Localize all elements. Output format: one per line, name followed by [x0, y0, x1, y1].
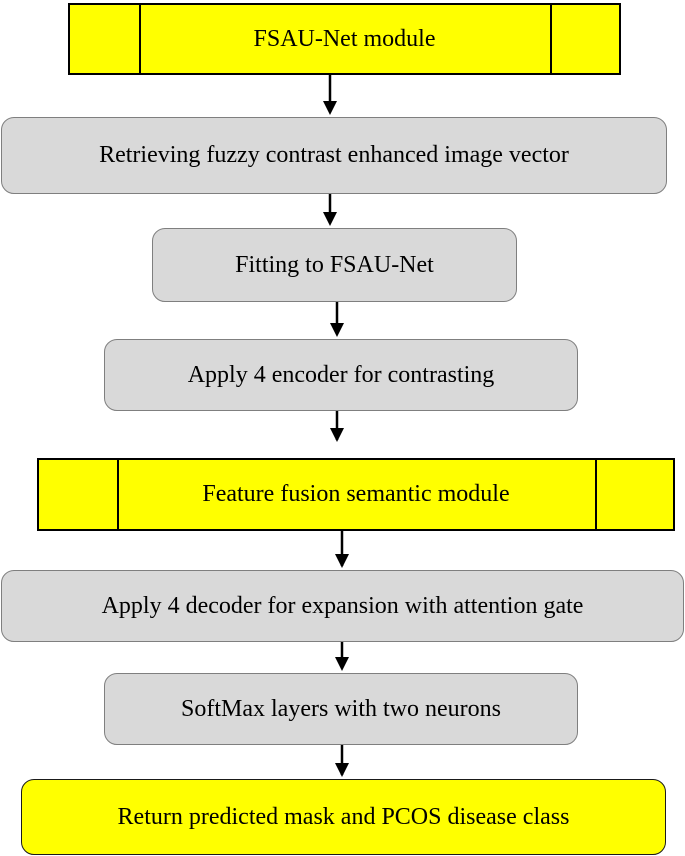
result-box: Return predicted mask and PCOS disease c…	[21, 779, 666, 855]
module-left-divider	[117, 460, 119, 529]
module-left-divider	[139, 5, 141, 73]
arrow-0-head	[323, 101, 337, 115]
arrow-5-head	[335, 657, 349, 671]
arrow-6-head	[335, 763, 349, 777]
arrow-2-head	[330, 323, 344, 337]
softmax-box: SoftMax layers with two neurons	[104, 673, 578, 745]
decoder-box: Apply 4 decoder for expansion with atten…	[1, 570, 684, 642]
result-label: Return predicted mask and PCOS disease c…	[117, 803, 570, 830]
retrieving-vector-box: Retrieving fuzzy contrast enhanced image…	[1, 117, 667, 194]
fsau-net-module-label: FSAU-Net module	[253, 25, 436, 52]
encoder-label: Apply 4 encoder for contrasting	[187, 361, 495, 388]
retrieving-vector-label: Retrieving fuzzy contrast enhanced image…	[99, 142, 569, 168]
arrow-4-head	[335, 554, 349, 568]
encoder-box: Apply 4 encoder for contrasting	[104, 339, 578, 411]
module-right-divider	[595, 460, 597, 529]
fitting-label: Fitting to FSAU-Net	[235, 251, 434, 278]
decoder-label: Apply 4 decoder for expansion with atten…	[101, 592, 584, 619]
fsau-net-module-box: FSAU-Net module	[68, 3, 621, 75]
arrow-1-head	[323, 212, 337, 226]
fitting-box: Fitting to FSAU-Net	[152, 228, 517, 302]
softmax-label: SoftMax layers with two neurons	[181, 695, 501, 722]
fusion-module-box: Feature fusion semantic module	[37, 458, 675, 531]
arrow-3-head	[330, 428, 344, 442]
fusion-module-label: Feature fusion semantic module	[202, 481, 510, 507]
module-right-divider	[550, 5, 552, 73]
